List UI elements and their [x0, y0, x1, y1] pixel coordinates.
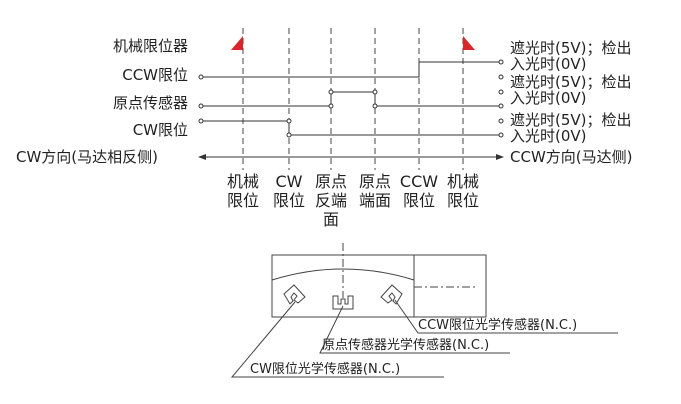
callout-cw-sensor: CW限位光学传感器(N.C.) [250, 362, 401, 377]
column-origin-rev: 原点反端面 [314, 172, 347, 229]
state-ccw: 遮光时(5V)；检出 入光时(0V) [510, 39, 632, 73]
leader-ccw [394, 299, 618, 334]
origin-waveform [201, 91, 501, 107]
label-ccw-limit: CCW限位 [122, 66, 188, 84]
callout-ccw-sensor: CCW限位光学传感器(N.C.) [418, 318, 578, 333]
mech-stop-left-marker [231, 36, 243, 50]
origin-sensor-shape [332, 295, 354, 310]
label-ccw-direction: CCW方向(马达侧) [510, 148, 633, 166]
label-cw-limit: CW限位 [132, 121, 188, 139]
leader-origin [319, 305, 510, 354]
label-mech-limit: 机械限位器 [112, 37, 188, 55]
cw-waveform [201, 120, 501, 136]
column-mech-limit-right: 机械限位 [446, 172, 479, 210]
mech-stop-right-marker [463, 36, 475, 50]
ccw-sensor-shape [380, 284, 403, 305]
motor-body [413, 254, 487, 318]
ccw-waveform [201, 61, 501, 78]
label-cw-direction: CW方向(马达相反侧) [16, 148, 159, 166]
stage-arc [271, 268, 415, 281]
column-origin-end: 原点端面 [358, 172, 391, 210]
label-origin-sensor: 原点传感器 [112, 94, 188, 112]
state-cw: 遮光时(5V)；检出 入光时(0V) [510, 111, 632, 145]
cw-sensor-shape [283, 284, 306, 305]
state-origin: 遮光时(5V)；检出 入光时(0V) [510, 73, 632, 107]
leader-cw [230, 301, 444, 378]
callout-origin-sensor: 原点传感器光学传感器(N.C.) [322, 338, 490, 353]
column-mech-limit-left: 机械限位 [226, 172, 259, 210]
direction-arrow-left [198, 154, 206, 160]
direction-arrow-right [496, 154, 504, 160]
